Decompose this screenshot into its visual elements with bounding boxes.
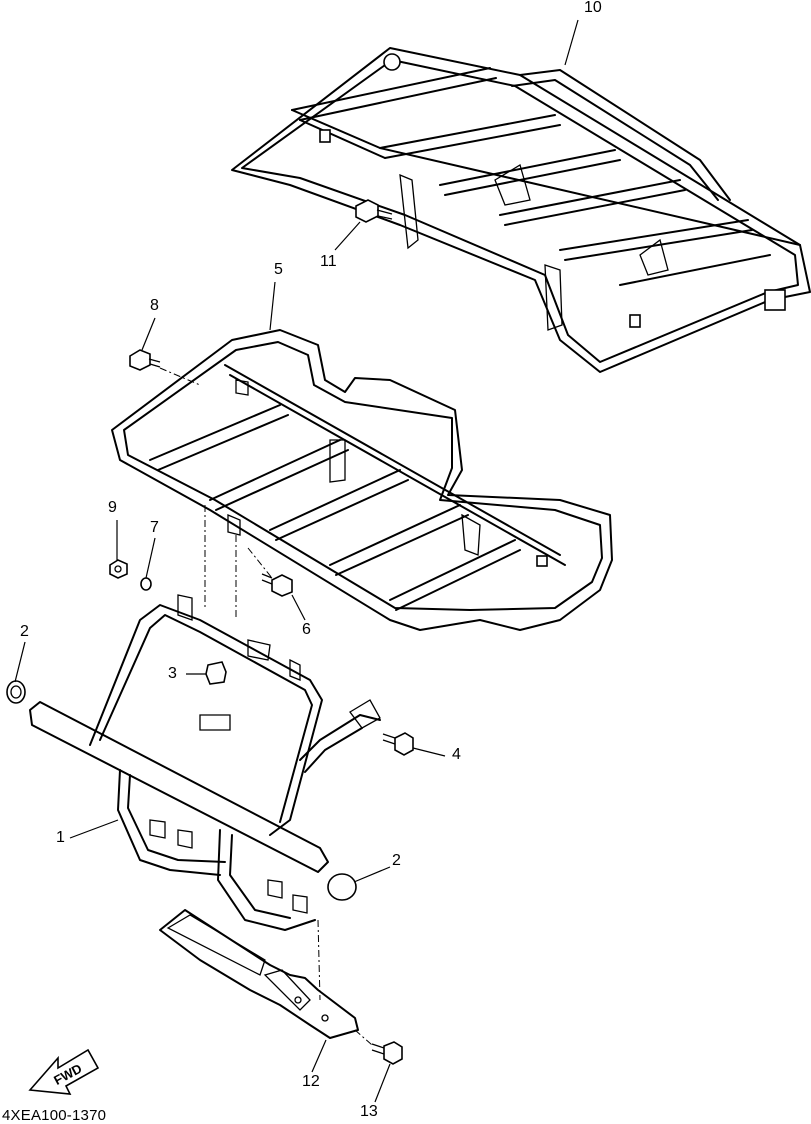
rear-carrier <box>231 47 811 373</box>
callout-2-left: 2 <box>20 623 29 640</box>
callout-7: 7 <box>150 519 159 536</box>
diagram-code: 4XEA100-1370 <box>2 1107 107 1124</box>
callout-11: 11 <box>320 253 337 270</box>
callout-2-right: 2 <box>392 852 401 869</box>
bolt-8 <box>129 349 161 371</box>
skid-plate-12 <box>159 909 359 1039</box>
cap-2-right <box>327 873 357 901</box>
assembly-lines <box>159 367 373 1046</box>
callout-4: 4 <box>452 746 461 763</box>
washer-7 <box>140 577 152 591</box>
callout-10: 10 <box>584 0 602 16</box>
callout-12: 12 <box>302 1073 320 1090</box>
leader-lines <box>14 19 579 1103</box>
bolt-4 <box>382 732 414 756</box>
callout-1: 1 <box>56 829 65 846</box>
front-guard <box>29 594 381 931</box>
fwd-arrow-icon: FWD <box>28 1048 100 1095</box>
collar-3 <box>205 661 227 685</box>
callout-6: 6 <box>302 621 311 638</box>
bolt-6 <box>261 573 293 597</box>
bolt-11 <box>355 199 393 223</box>
callout-13: 13 <box>360 1103 378 1120</box>
nut-9 <box>109 559 128 579</box>
callout-5: 5 <box>274 261 283 278</box>
callout-8: 8 <box>150 297 159 314</box>
cap-2-left <box>6 680 26 704</box>
callout-3: 3 <box>168 665 177 682</box>
bolt-13 <box>371 1041 403 1065</box>
callout-9: 9 <box>108 499 117 516</box>
front-carrier <box>111 329 613 631</box>
